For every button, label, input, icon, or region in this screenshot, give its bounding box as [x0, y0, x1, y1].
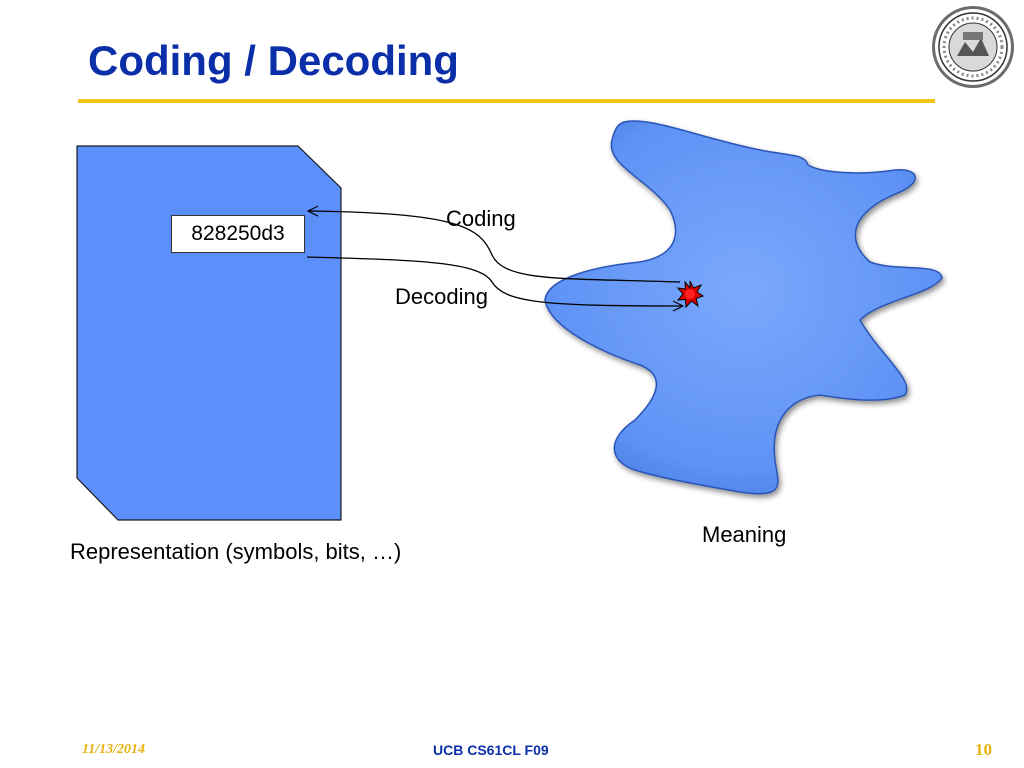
slide-title: Coding / Decoding: [88, 37, 459, 84]
decoding-arrow: [306, 256, 683, 306]
title-divider: [78, 99, 935, 103]
starburst-icon: [676, 280, 705, 309]
decoding-label: Decoding: [395, 284, 488, 309]
university-seal-icon: [932, 6, 1014, 88]
code-value-box: 828250d3: [171, 215, 305, 253]
page-number: 10: [975, 740, 992, 759]
representation-label: Representation (symbols, bits, …): [70, 539, 402, 564]
footer-date: 11/13/2014: [82, 742, 146, 757]
coding-label: Coding: [446, 206, 516, 231]
meaning-label: Meaning: [702, 522, 787, 547]
footer-course: UCB CS61CL F09: [433, 742, 549, 758]
meaning-blob: [544, 120, 943, 495]
coding-arrow: [308, 211, 681, 283]
representation-shape: [76, 145, 342, 521]
